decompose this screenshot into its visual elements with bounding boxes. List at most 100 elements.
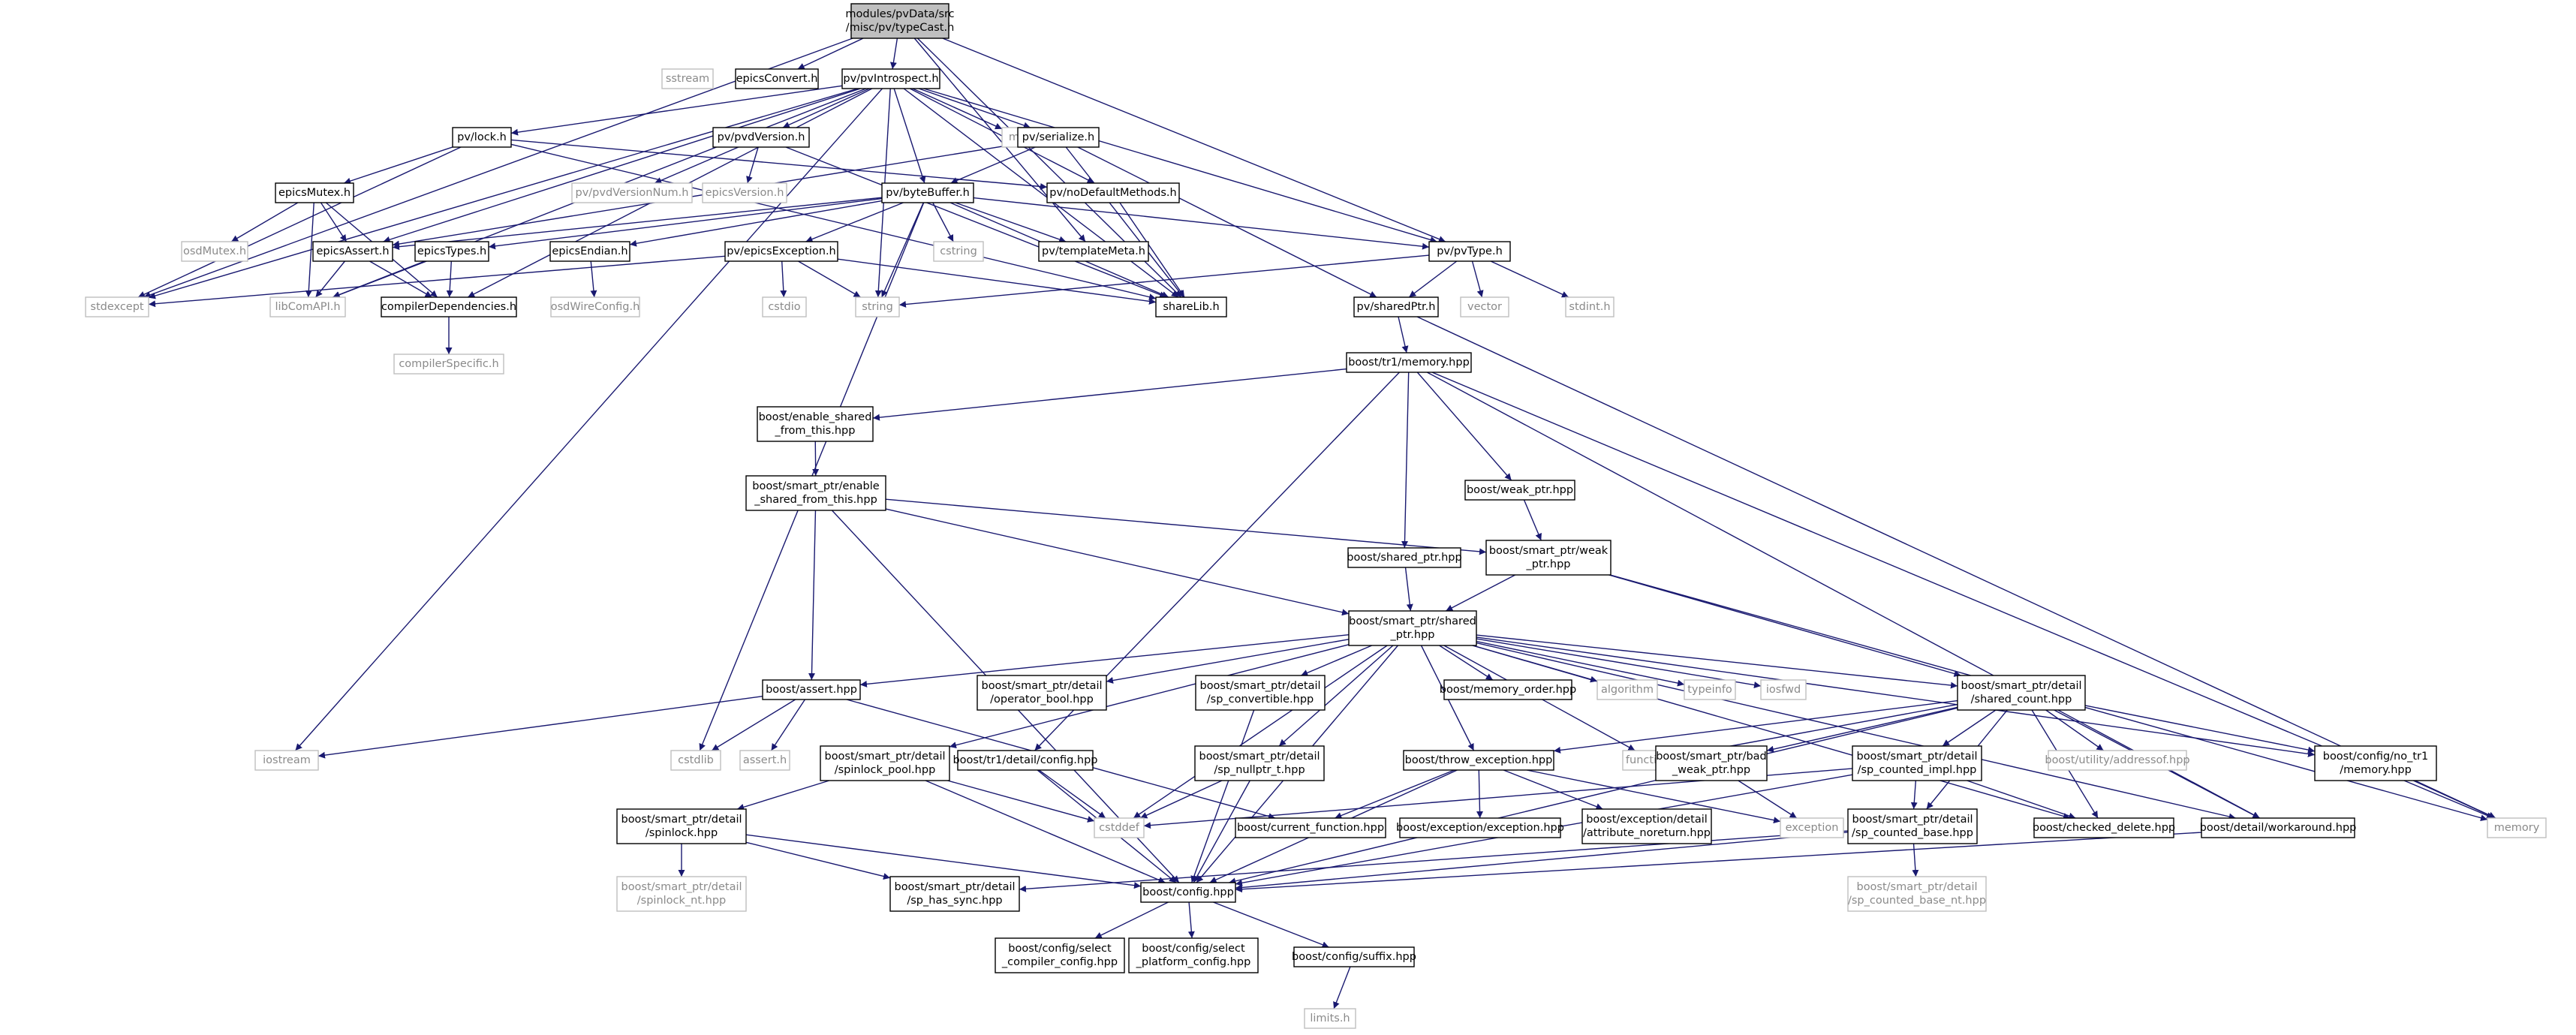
node-pvType[interactable]: pv/pvType.h xyxy=(1428,241,1511,262)
node-box xyxy=(1046,182,1180,203)
edge-pvLock-to-epicsMutex xyxy=(343,146,453,185)
node-epicsConvert[interactable]: epicsConvert.h xyxy=(735,68,819,89)
node-box xyxy=(762,679,861,700)
node-label: pv/byteBuffer.h xyxy=(886,187,970,199)
node-compilerSpecific: compilerSpecific.h xyxy=(393,354,504,375)
node-pvdVersion[interactable]: pv/pvdVersion.h xyxy=(712,127,810,148)
node-noDefault[interactable]: pv/noDefaultMethods.h xyxy=(1046,182,1180,203)
edge-spSharedPtr-to-noTr1Memory xyxy=(1476,636,2316,757)
node-spNullptr[interactable]: boost/smart_ptr/detail/sp_nullptr_t.hpp xyxy=(1194,745,1325,781)
edge-boostConfig-to-selectPlatform xyxy=(1187,901,1195,939)
node-sharedCount[interactable]: boost/smart_ptr/detail/shared_count.hpp xyxy=(1957,675,2086,711)
edge-spSharedPtr-to-sharedCount xyxy=(1476,634,1958,689)
node-epicsAssert[interactable]: epicsAssert.h xyxy=(312,241,393,262)
edge-spSharedPtr-to-iosfwd xyxy=(1476,638,1762,688)
node-box xyxy=(841,68,940,89)
node-pvLock[interactable]: pv/lock.h xyxy=(452,127,512,148)
node-spCountedImpl[interactable]: boost/smart_ptr/detail/sp_counted_impl.h… xyxy=(1852,745,1982,781)
node-sharedPtr[interactable]: pv/sharedPtr.h xyxy=(1353,296,1439,317)
node-spEnableShared[interactable]: boost/smart_ptr/enable_shared_from_this.… xyxy=(745,475,886,511)
node-box xyxy=(571,182,693,203)
node-label: boost/smart_ptr/detail xyxy=(1856,881,1977,893)
node-epicsException[interactable]: pv/epicsException.h xyxy=(724,241,838,262)
node-checkedDelete[interactable]: boost/checked_delete.hpp xyxy=(2033,817,2175,838)
node-spHasSync[interactable]: boost/smart_ptr/detail/sp_has_sync.hpp xyxy=(889,876,1020,912)
node-box xyxy=(1565,296,1615,317)
node-label: algorithm xyxy=(1601,684,1654,696)
node-byteBuffer[interactable]: pv/byteBuffer.h xyxy=(881,182,974,203)
node-label: /sp_counted_base_nt.hpp xyxy=(1848,895,1986,907)
node-spinlockPool[interactable]: boost/smart_ptr/detail/spinlock_pool.hpp xyxy=(820,745,950,781)
edge-sharedCount-to-boostConfig xyxy=(1229,707,1958,885)
node-throwException[interactable]: boost/throw_exception.hpp xyxy=(1403,750,1554,771)
node-spWeakPtr[interactable]: boost/smart_ptr/weak_ptr.hpp xyxy=(1485,540,1612,576)
node-label: epicsVersion.h xyxy=(706,187,784,199)
edge-boostConfig-to-suffix xyxy=(1213,901,1329,948)
node-box xyxy=(1094,817,1145,838)
edge-epicsException-to-shareLib xyxy=(837,258,1157,305)
node-spCountedBase[interactable]: boost/smart_ptr/detail/sp_counted_base.h… xyxy=(1847,808,1978,844)
node-box xyxy=(2033,817,2174,838)
node-serialize[interactable]: pv/serialize.h xyxy=(1017,127,1100,148)
node-spSharedPtr[interactable]: boost/smart_ptr/shared_ptr.hpp xyxy=(1348,610,1477,646)
node-label: epicsMutex.h xyxy=(278,187,351,199)
node-box xyxy=(85,296,149,317)
node-box xyxy=(1348,610,1477,646)
node-box xyxy=(1304,1008,1356,1029)
node-epicsMutex[interactable]: epicsMutex.h xyxy=(275,182,354,203)
edge-sharedCount-to-addressof xyxy=(2045,709,2104,751)
edge-throwException-to-exception xyxy=(1526,769,1781,824)
node-epicsTypes[interactable]: epicsTypes.h xyxy=(414,241,489,262)
node-box xyxy=(957,750,1094,771)
node-label: shareLib.h xyxy=(1163,301,1219,313)
node-label: boost/assert.hpp xyxy=(766,684,857,696)
node-tr1memory[interactable]: boost/tr1/memory.hpp xyxy=(1346,352,1472,373)
node-label: boost/exception/detail xyxy=(1586,814,1708,826)
node-label: boost/throw_exception.hpp xyxy=(1405,754,1553,766)
node-label: boost/config/select xyxy=(1008,943,1112,955)
node-spConvertible[interactable]: boost/smart_ptr/detail/sp_convertible.hp… xyxy=(1195,675,1326,711)
node-epicsEndian[interactable]: epicsEndian.h xyxy=(549,241,630,262)
node-pvIntrospect[interactable]: pv/pvIntrospect.h xyxy=(841,68,940,89)
node-libComAPI: libComAPI.h xyxy=(269,296,346,317)
node-root[interactable]: modules/pvData/src/misc/pv/typeCast.h xyxy=(845,3,955,39)
edge-pvLock-to-stdexcept xyxy=(137,146,462,298)
node-box xyxy=(1780,817,1844,838)
edge-spEnableShared-to-spSharedPtr xyxy=(885,508,1350,616)
node-compilerDep[interactable]: compilerDependencies.h xyxy=(381,296,517,317)
node-boostAssert[interactable]: boost/assert.hpp xyxy=(762,679,861,700)
node-badWeakPtr[interactable]: boost/smart_ptr/bad_weak_ptr.hpp xyxy=(1655,745,1768,781)
node-spinlock[interactable]: boost/smart_ptr/detail/spinlock.hpp xyxy=(616,808,747,844)
node-string: string xyxy=(855,296,900,317)
node-boostConfig[interactable]: boost/config.hpp xyxy=(1140,882,1236,903)
node-workaround[interactable]: boost/detail/workaround.hpp xyxy=(2200,817,2357,838)
node-label: boost/enable_shared xyxy=(759,411,872,423)
node-noTr1Memory[interactable]: boost/config/no_tr1/memory.hpp xyxy=(2314,745,2437,781)
node-excException[interactable]: boost/exception/exception.hpp xyxy=(1396,817,1564,838)
node-selectPlatform[interactable]: boost/config/select_platform_config.hpp xyxy=(1128,937,1259,973)
edge-pvType-to-string xyxy=(898,254,1430,308)
node-weakPtrHpp[interactable]: boost/weak_ptr.hpp xyxy=(1464,480,1575,501)
node-shareLib[interactable]: shareLib.h xyxy=(1155,296,1227,317)
node-label: typeinfo xyxy=(1687,684,1732,696)
node-sharedPtrHpp[interactable]: boost/shared_ptr.hpp xyxy=(1347,547,1462,568)
node-operatorBool[interactable]: boost/smart_ptr/detail/operator_bool.hpp xyxy=(977,675,1107,711)
node-box xyxy=(2314,745,2437,781)
node-selectCompiler[interactable]: boost/config/select_compiler_config.hpp xyxy=(995,937,1125,973)
node-memoryOrder[interactable]: boost/memory_order.hpp xyxy=(1440,679,1576,700)
node-enableShared[interactable]: boost/enable_shared _from_this.hpp xyxy=(757,406,874,442)
node-templateMeta[interactable]: pv/templateMeta.h xyxy=(1038,241,1149,262)
node-attrNoreturn[interactable]: boost/exception/detail/attribute_noretur… xyxy=(1581,808,1712,844)
node-currentFunction[interactable]: boost/current_function.hpp xyxy=(1235,817,1386,838)
node-suffix[interactable]: boost/config/suffix.hpp xyxy=(1292,946,1416,967)
node-tr1config[interactable]: boost/tr1/detail/config.hpp xyxy=(952,750,1098,771)
node-label: boost/config/no_tr1 xyxy=(2323,751,2429,763)
node-box xyxy=(1017,127,1100,148)
node-box xyxy=(1293,946,1415,967)
node-box xyxy=(1443,679,1572,700)
node-label: cstdio xyxy=(768,301,800,313)
node-label: pv/pvIntrospect.h xyxy=(843,73,938,85)
node-label: _from_this.hpp xyxy=(775,425,856,437)
node-cstddef: cstddef xyxy=(1094,817,1145,838)
node-label: sstream xyxy=(666,73,709,85)
